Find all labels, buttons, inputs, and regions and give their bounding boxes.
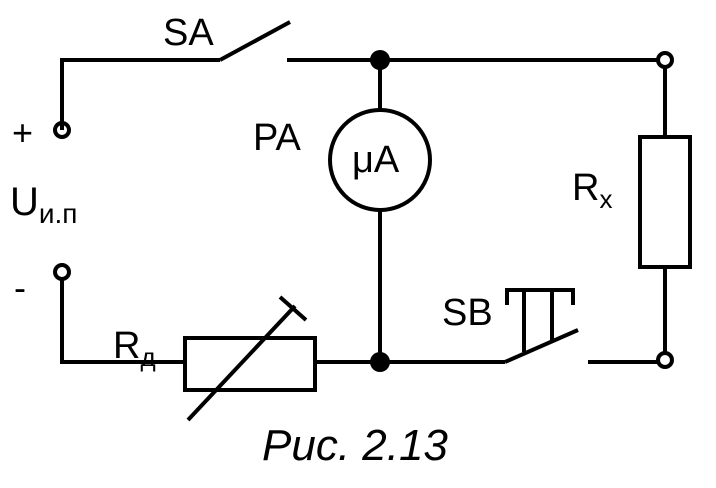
label-minus: -	[14, 267, 26, 308]
label-rx-main: R	[572, 167, 599, 209]
resistor-rd-arrow-cap	[278, 295, 308, 322]
label-plus: +	[12, 112, 33, 153]
switch-sa-blade	[219, 20, 291, 62]
wire-left-bottom	[60, 279, 185, 364]
terminal-right-top	[656, 51, 674, 69]
switch-sb-blade	[504, 328, 579, 364]
label-rd: Rд	[113, 325, 156, 372]
resistor-rd-arrow	[186, 304, 297, 422]
terminal-minus	[53, 263, 71, 281]
label-voltage: Uи.п	[10, 180, 77, 229]
label-ammeter-symbol: μA	[352, 139, 400, 181]
label-ammeter-name: PA	[253, 117, 302, 159]
label-rd-main: R	[113, 325, 140, 367]
terminal-plus	[53, 121, 71, 139]
wire-left-top	[60, 58, 220, 130]
terminal-right-bottom	[656, 351, 674, 369]
label-sa: SA	[163, 12, 214, 54]
label-rx: Rx	[572, 167, 612, 214]
label-rx-sub: x	[599, 184, 612, 214]
label-voltage-main: U	[10, 180, 39, 224]
resistor-rd	[183, 336, 317, 392]
label-sb: SB	[442, 292, 493, 334]
figure-caption: Рис. 2.13	[262, 421, 448, 470]
label-voltage-sub: и.п	[39, 198, 78, 229]
label-rd-sub: д	[140, 342, 155, 372]
switch-sb-head	[505, 288, 575, 305]
resistor-rx	[638, 135, 692, 269]
